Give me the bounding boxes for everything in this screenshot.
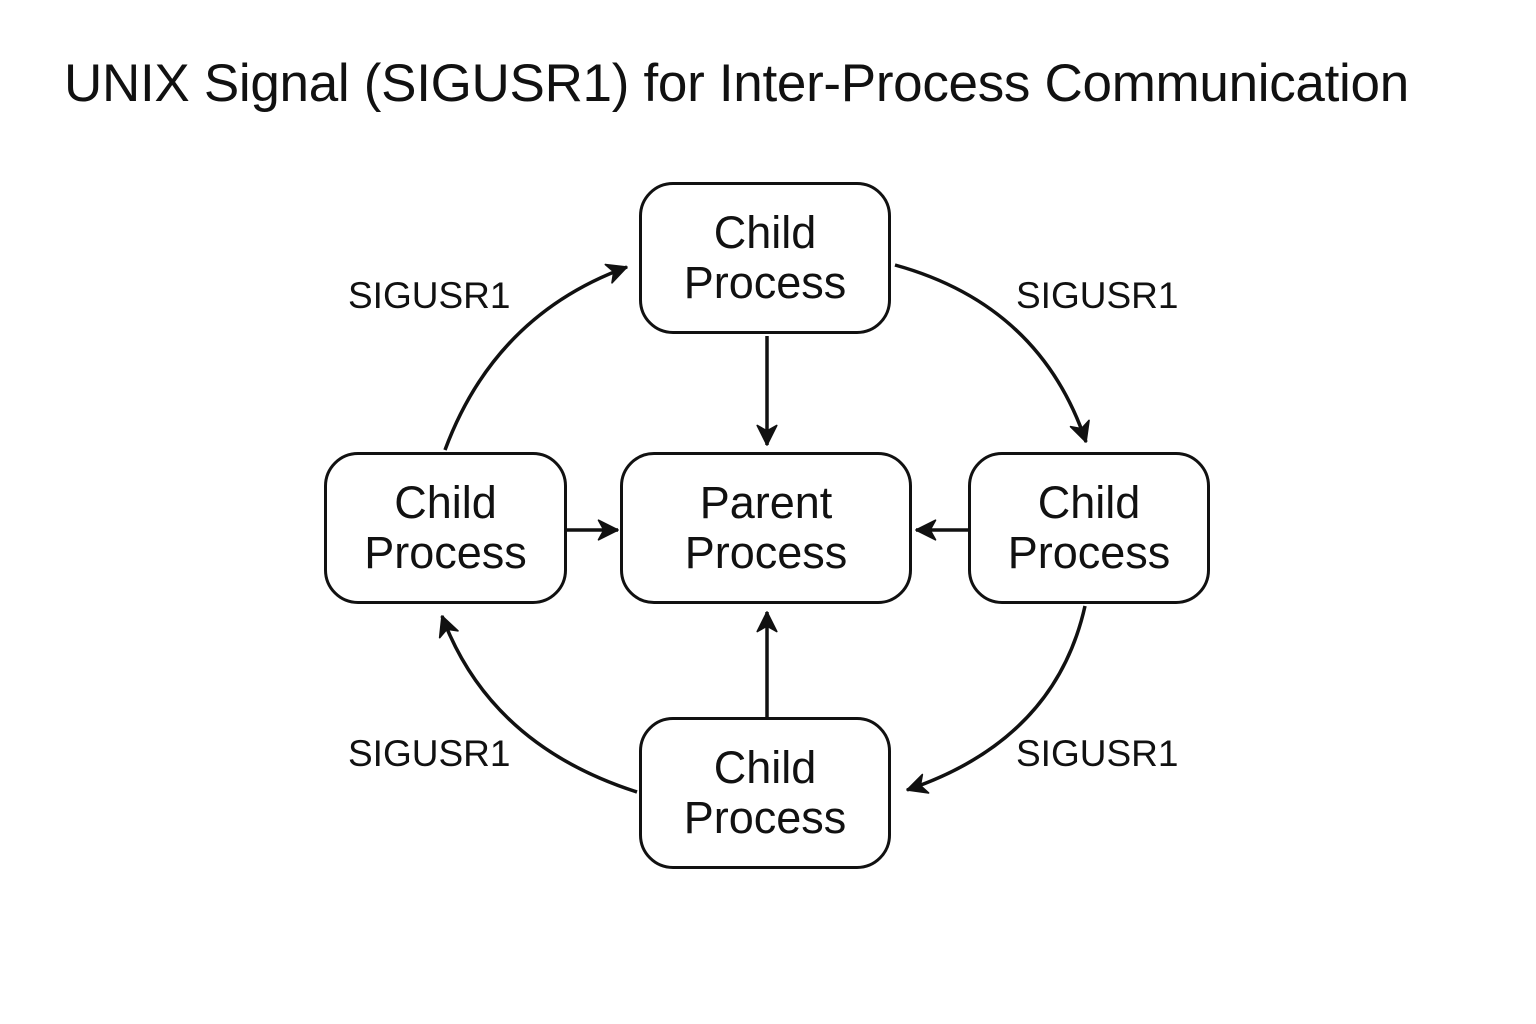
node-label-line2: Process — [364, 527, 527, 578]
node-label-line2: Process — [683, 792, 847, 843]
node-label-line1: Child — [713, 742, 817, 793]
arrow-curve-left-to-top — [443, 263, 628, 451]
signal-label-top-left: SIGUSR1 — [348, 275, 511, 316]
node-label-line1: Child — [394, 477, 497, 528]
arrow-curve-bottom-to-left — [438, 615, 638, 794]
child-process-node-top: Child Process — [639, 182, 891, 334]
node-label-line1: Child — [1037, 477, 1141, 528]
child-process-node-right: Child Process — [968, 452, 1210, 604]
diagram-title: UNIX Signal (SIGUSR1) for Inter-Process … — [64, 54, 1409, 113]
parent-process-node: Parent Process — [620, 452, 912, 604]
node-label-line1: Parent — [699, 477, 833, 528]
arrow-curve-top-to-right — [894, 263, 1090, 443]
signal-label-top-right: SIGUSR1 — [1016, 275, 1179, 316]
child-process-node-bottom: Child Process — [639, 717, 891, 869]
signal-label-bottom-left: SIGUSR1 — [348, 733, 511, 774]
node-label-line2: Process — [684, 527, 848, 578]
child-process-node-left: Child Process — [324, 452, 567, 604]
arrow-curve-right-to-bottom — [906, 605, 1087, 794]
node-label-line2: Process — [1007, 527, 1171, 578]
node-label-line2: Process — [683, 257, 847, 308]
signal-label-bottom-right: SIGUSR1 — [1016, 733, 1179, 774]
node-label-line1: Child — [713, 207, 817, 258]
